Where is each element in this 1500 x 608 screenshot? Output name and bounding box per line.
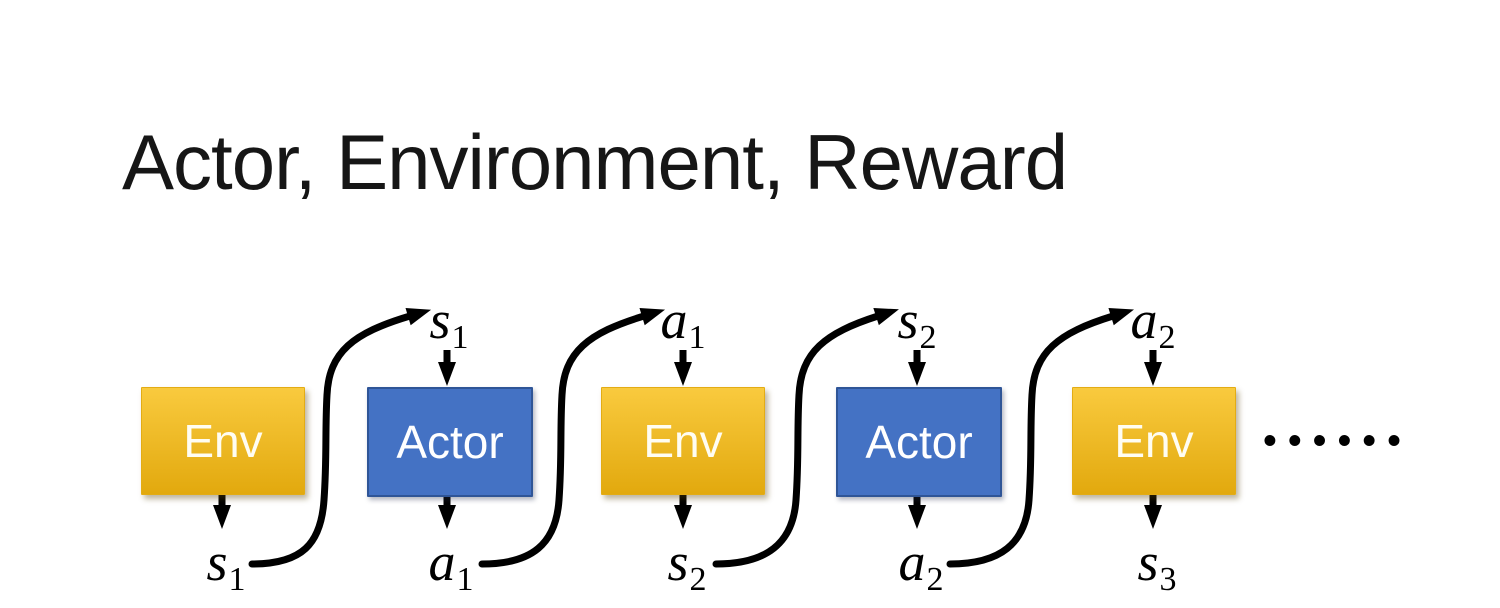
label-bottom-a1: a1: [428, 532, 474, 598]
page-title: Actor, Environment, Reward: [122, 118, 1068, 206]
env-box-3-label: Env: [1114, 415, 1194, 467]
label-bottom-s1: s1: [206, 532, 246, 598]
label-top-s2: s2: [897, 290, 937, 356]
env-box-3: Env: [1072, 387, 1236, 495]
actor-box-2-label: Actor: [865, 416, 973, 468]
label-bottom-a2: a2: [898, 532, 944, 598]
env-box-1: Env: [141, 387, 305, 495]
label-bottom-s3: s3: [1137, 532, 1177, 598]
continuation-ellipsis: ••••••: [1260, 424, 1409, 460]
label-top-a2: a2: [1130, 290, 1176, 356]
actor-box-1-label: Actor: [396, 416, 504, 468]
env-box-2: Env: [601, 387, 765, 495]
env-box-1-label: Env: [183, 415, 263, 467]
label-top-a1: a1: [660, 290, 706, 356]
actor-box-1: Actor: [367, 387, 533, 497]
env-box-2-label: Env: [643, 415, 723, 467]
actor-box-2: Actor: [836, 387, 1002, 497]
label-top-s1: s1: [429, 290, 469, 356]
label-bottom-s2: s2: [667, 532, 707, 598]
